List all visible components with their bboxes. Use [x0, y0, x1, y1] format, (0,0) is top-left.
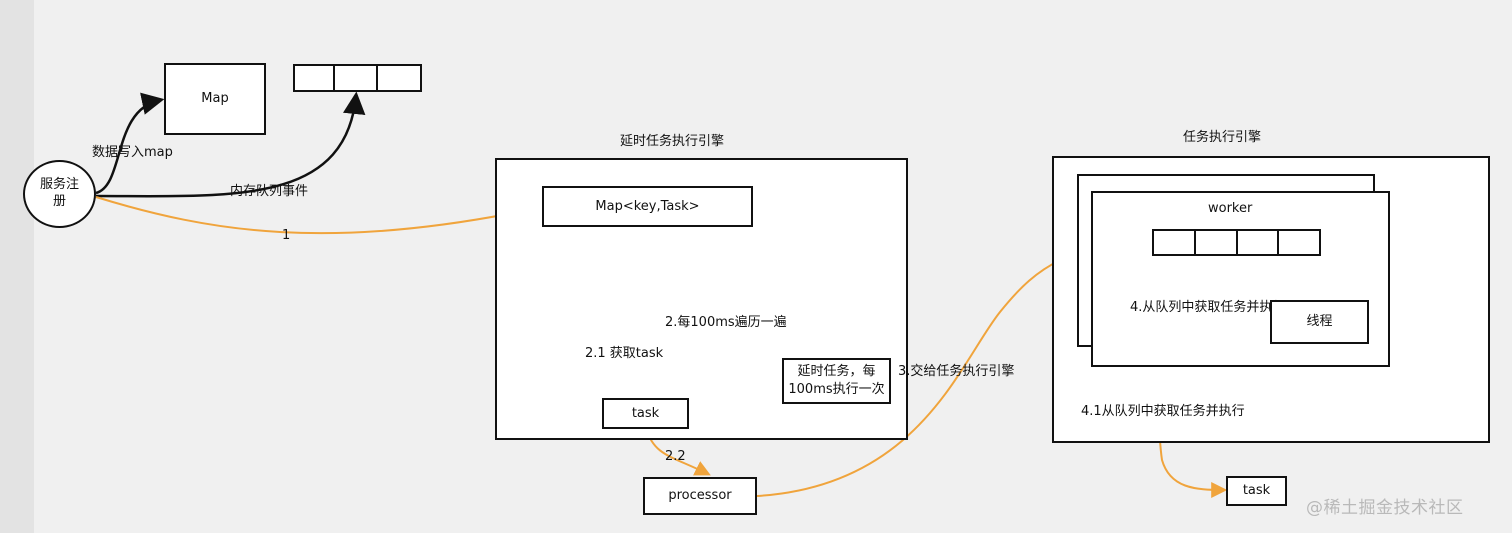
- label-step1: 1: [282, 228, 291, 243]
- worker-frame-front: [1091, 191, 1390, 367]
- label-memory-queue-event: 内存队列事件: [230, 184, 309, 199]
- queue-cell: [376, 64, 422, 92]
- worker-queue-cell: [1277, 229, 1321, 256]
- worker-queue-cell: [1194, 229, 1238, 256]
- queue-cell: [293, 64, 335, 92]
- task-engine-title: 任务执行引擎: [1183, 130, 1262, 145]
- label-step4-1: 4.1从队列中获取任务并执行: [1081, 404, 1245, 419]
- label-step2: 2.每100ms遍历一遍: [665, 315, 787, 330]
- label-write-map: 数据写入map: [92, 145, 173, 160]
- delay-engine-title: 延时任务执行引擎: [620, 134, 725, 149]
- delay-task-box: 延时任务，每 100ms执行一次: [782, 358, 891, 404]
- label-step2-2: 2.2: [665, 449, 686, 464]
- thread-box: 线程: [1270, 300, 1369, 344]
- watermark: @稀土掘金技术社区: [1306, 498, 1464, 518]
- service-register-node: 服务注 册: [23, 160, 96, 228]
- map-box: Map: [164, 63, 266, 135]
- worker-queue-cell: [1152, 229, 1196, 256]
- worker-queue-cell: [1236, 229, 1279, 256]
- label-step4: 4.从队列中获取任务并执行: [1130, 300, 1286, 315]
- queue-cell: [333, 64, 378, 92]
- task-box-engine: task: [1226, 476, 1287, 506]
- arrow-step1: [95, 196, 542, 235]
- arrow-register-to-queue: [95, 91, 366, 198]
- worker-label: worker: [1208, 201, 1253, 216]
- arrow-register-to-map: [95, 92, 165, 195]
- label-step2-1: 2.1 获取task: [585, 346, 664, 361]
- task-box-delay: task: [602, 398, 689, 429]
- label-step3: 3.交给任务执行引擎: [898, 364, 1015, 379]
- processor-box: processor: [643, 477, 757, 515]
- map-key-task-box: Map<key,Task>: [542, 186, 753, 227]
